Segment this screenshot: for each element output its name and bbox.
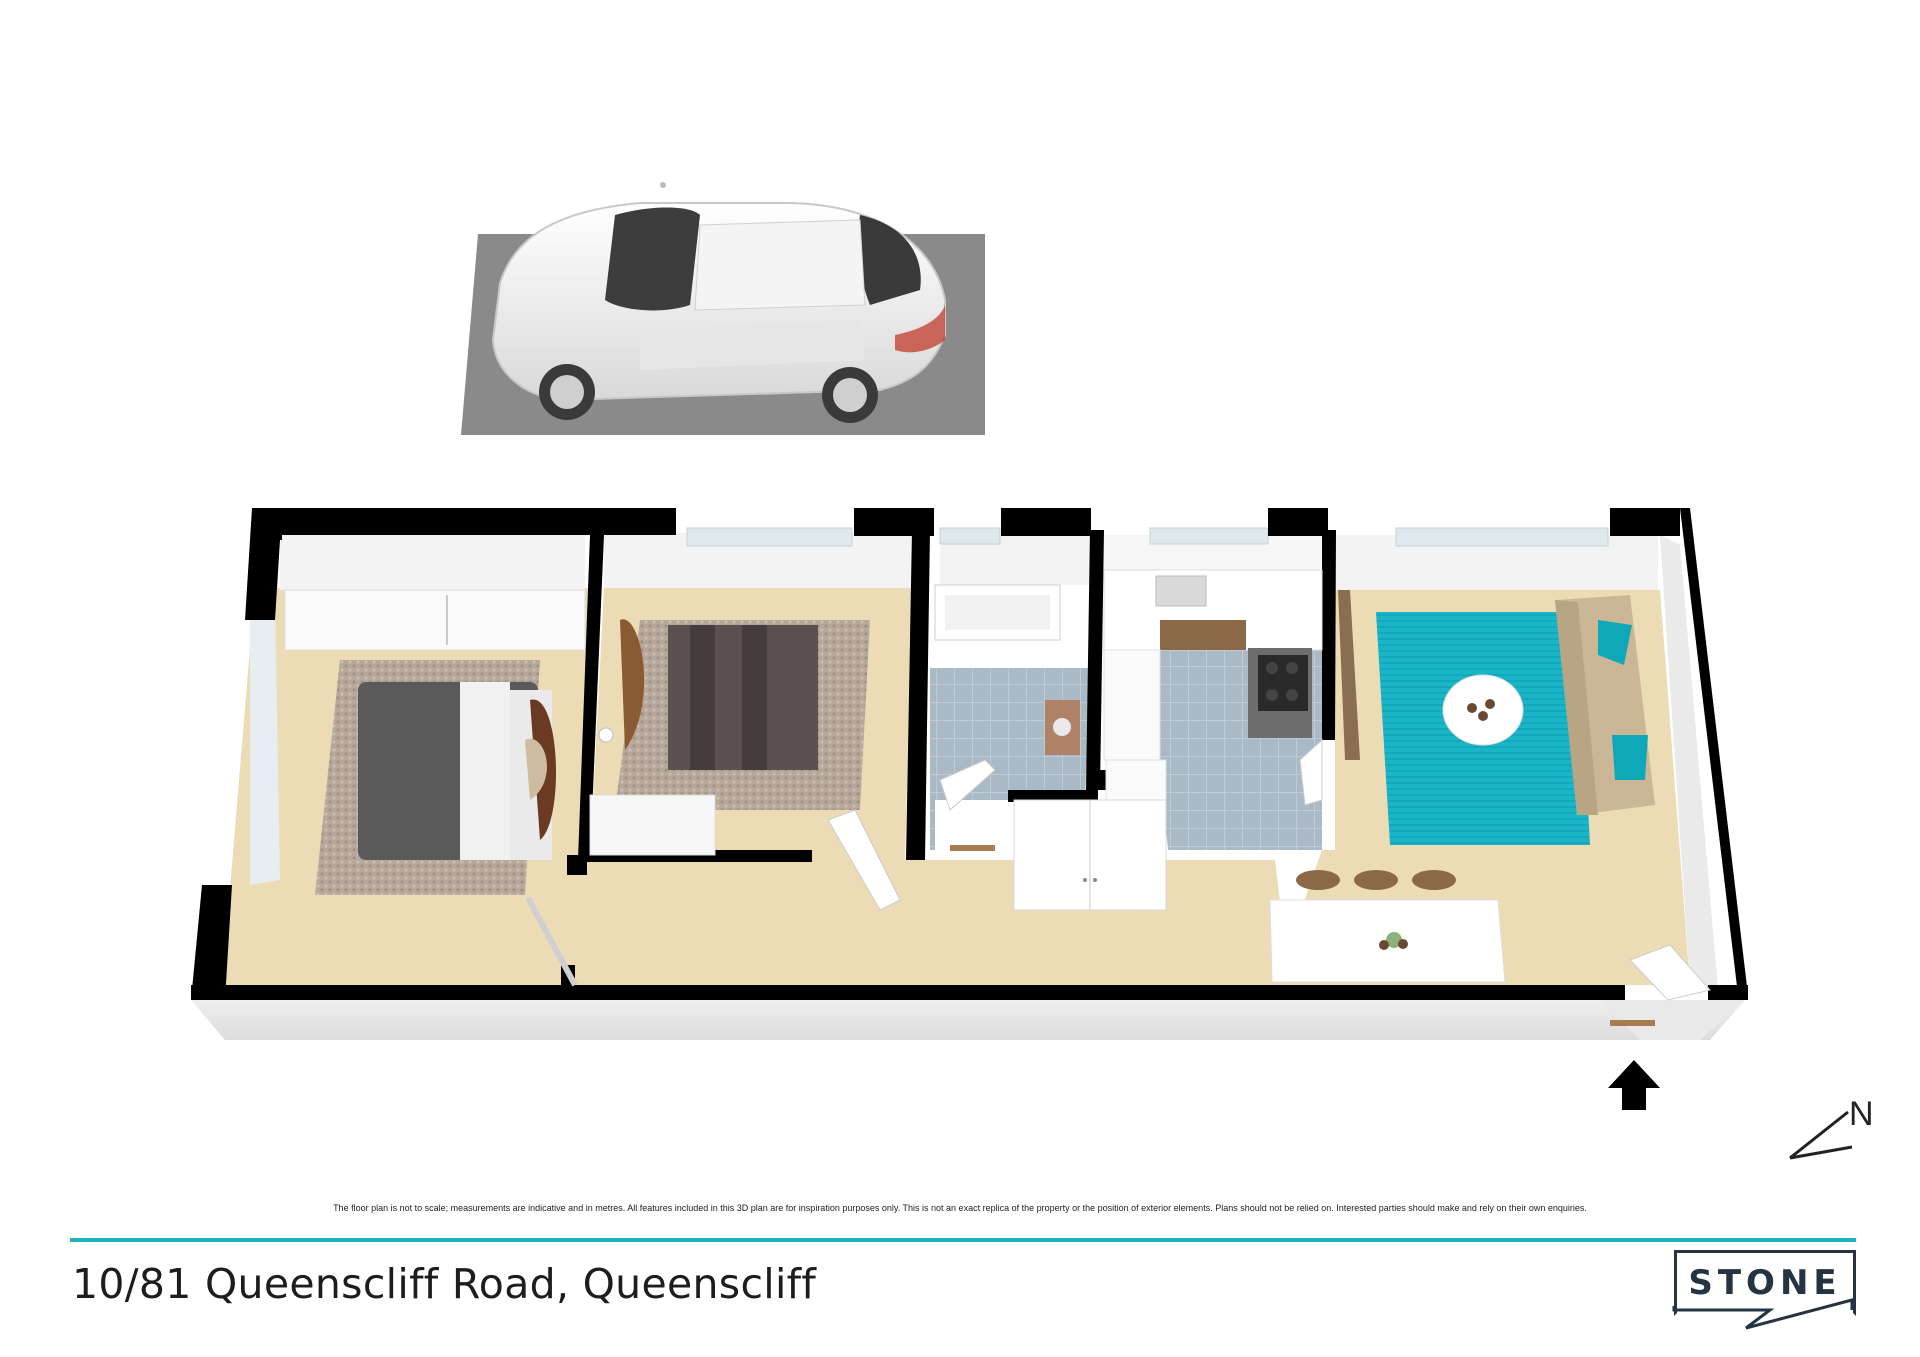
bed-second (598, 619, 870, 810)
north-compass-icon (1789, 1110, 1853, 1160)
disclaimer-text: The floor plan is not to scale; measurem… (333, 1203, 1587, 1213)
sofa (1555, 595, 1655, 815)
fridge-cabinet (1103, 649, 1167, 806)
window-frames (686, 527, 1609, 547)
walls (191, 508, 1748, 1000)
coffee-table (1442, 674, 1524, 746)
pantry-cabinet (1013, 799, 1167, 911)
vanity (1045, 700, 1080, 755)
kitchen-bench (1103, 569, 1323, 651)
bedroom-cabinet (589, 794, 716, 856)
logo-frame (1674, 1250, 1856, 1316)
wardrobe (284, 589, 586, 651)
tv-unit (1338, 590, 1360, 760)
dining-table (1269, 899, 1506, 983)
car-icon (491, 182, 946, 423)
accent-divider (70, 1238, 1856, 1242)
entry-arrow-icon (1608, 1060, 1660, 1110)
logo-text: STONE (1688, 1263, 1842, 1303)
property-address: 10/81 Queenscliff Road, Queenscliff (72, 1260, 817, 1308)
stone-logo: STONE (1674, 1250, 1856, 1332)
bed-main (315, 660, 557, 895)
dining-chairs (1296, 870, 1456, 890)
doors (525, 738, 1711, 1026)
bathtub (934, 584, 1061, 641)
exterior-wall-front (191, 1000, 1745, 1040)
cooktop (1248, 648, 1312, 738)
compass-north-label: N (1849, 1095, 1874, 1133)
